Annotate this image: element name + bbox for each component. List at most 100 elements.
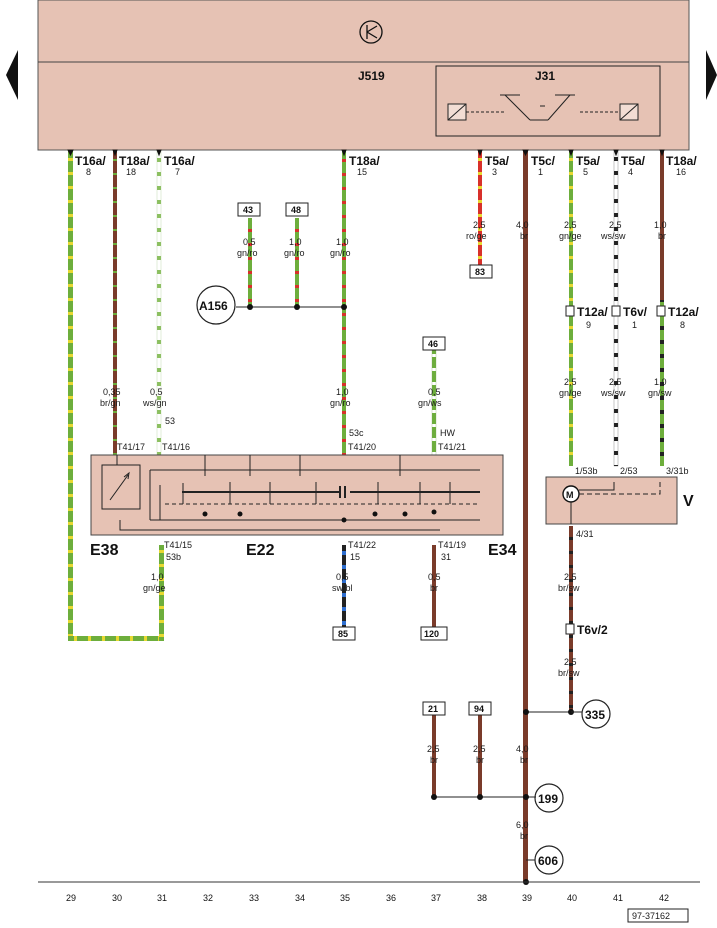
ref-box-120[interactable]: 120 — [420, 626, 448, 641]
svg-text:T18a/: T18a/ — [666, 154, 697, 168]
connector-t5c-1: T5c/1 — [531, 154, 556, 177]
ref-box-85[interactable]: 85 — [332, 626, 356, 641]
wire-label: 2,5br/sw — [558, 572, 580, 593]
switch-pin-label: 53 — [165, 416, 175, 426]
svg-text:gn/ws: gn/ws — [418, 398, 442, 408]
wire-label: 2,5ro/ge — [466, 220, 487, 241]
wire-sw-bl — [342, 545, 346, 627]
svg-text:br: br — [658, 231, 666, 241]
switch-pin-label: 53b — [166, 552, 181, 562]
circle-ref-199[interactable]: 199 — [534, 783, 564, 813]
wire-43 — [248, 218, 252, 307]
prev-page-arrow-icon[interactable] — [6, 50, 18, 100]
wire-label: 4,0br — [516, 744, 529, 765]
svg-text:T12a/: T12a/ — [577, 305, 608, 319]
ref-box-48[interactable]: 48 — [285, 202, 309, 217]
svg-text:4,0: 4,0 — [516, 744, 529, 754]
svg-text:T12a/: T12a/ — [668, 305, 699, 319]
svg-text:5: 5 — [583, 167, 588, 177]
svg-text:0,5: 0,5 — [243, 237, 256, 247]
svg-text:43: 43 — [243, 205, 253, 215]
svg-text:1: 1 — [632, 320, 637, 330]
svg-text:0,5: 0,5 — [336, 572, 349, 582]
wire-label: 1,0gn/ge — [143, 572, 166, 593]
circle-ref-606[interactable]: 606 — [534, 845, 564, 875]
doc-id-badge: 97-37162 — [627, 908, 689, 923]
svg-text:1: 1 — [538, 167, 543, 177]
svg-text:T5c/: T5c/ — [531, 154, 556, 168]
svg-text:1,0: 1,0 — [654, 220, 667, 230]
svg-text:gn/ro: gn/ro — [330, 398, 351, 408]
switch-pin-label: 15 — [350, 552, 360, 562]
svg-text:br: br — [476, 755, 484, 765]
ref-box-21[interactable]: 21 — [422, 701, 446, 716]
wire-label: 0,5gn/ro — [237, 237, 258, 258]
switch-pin-label: T41/15 — [164, 540, 192, 550]
circle-ref-335[interactable]: 335 — [581, 699, 611, 729]
component-e22: E22 — [246, 542, 275, 559]
svg-text:A156: A156 — [199, 299, 228, 313]
wire-30 — [113, 150, 117, 456]
svg-text:48: 48 — [291, 205, 301, 215]
relay-j31-symbol — [435, 65, 661, 137]
svg-text:3: 3 — [492, 167, 497, 177]
svg-text:T6v/2: T6v/2 — [577, 623, 608, 637]
wire-br-120 — [432, 545, 436, 627]
motor-pin-label: 4/31 — [576, 529, 594, 539]
svg-text:gn/ge: gn/ge — [143, 583, 166, 593]
svg-text:T16a/: T16a/ — [164, 154, 195, 168]
wire-42-bottom — [660, 300, 664, 466]
svg-text:br/sw: br/sw — [558, 668, 580, 678]
svg-text:2,5: 2,5 — [564, 377, 577, 387]
connector-t5a-4: T5a/4 — [621, 154, 646, 177]
svg-text:35: 35 — [340, 893, 350, 903]
wire-label: 1,0br — [654, 220, 667, 241]
svg-text:4,0: 4,0 — [516, 220, 529, 230]
ref-box-46[interactable]: 46 — [422, 336, 446, 351]
switch-internals — [101, 455, 480, 531]
switch-pin-label: T41/21 — [438, 442, 466, 452]
column-numbers: 29 30 31 32 33 34 35 36 37 38 39 40 41 4… — [66, 893, 669, 903]
svg-text:2,5: 2,5 — [609, 377, 622, 387]
svg-text:7: 7 — [175, 167, 180, 177]
ref-box-94[interactable]: 94 — [468, 701, 492, 716]
connector-t6v-1: T6v/1 — [611, 305, 648, 330]
svg-text:T5a/: T5a/ — [485, 154, 510, 168]
svg-text:sw/bl: sw/bl — [332, 583, 353, 593]
wire-31-bottom — [159, 545, 164, 641]
circle-ref-a156[interactable]: A156 — [196, 285, 236, 325]
svg-text:2,5: 2,5 — [564, 572, 577, 582]
wire-label: 2,5ws/sw — [600, 220, 626, 241]
component-v: V — [683, 493, 694, 510]
wire-label: 1,0gn/sw — [648, 377, 672, 398]
svg-text:8: 8 — [680, 320, 685, 330]
svg-text:9: 9 — [586, 320, 591, 330]
connector-t18a-16: T18a/16 — [666, 154, 697, 177]
svg-text:39: 39 — [522, 893, 532, 903]
svg-text:gn/sw: gn/sw — [648, 388, 672, 398]
svg-text:33: 33 — [249, 893, 259, 903]
wire-48 — [295, 218, 299, 307]
svg-text:199: 199 — [538, 792, 558, 806]
svg-text:br/sw: br/sw — [558, 583, 580, 593]
wire-94 — [478, 715, 482, 797]
ref-box-43[interactable]: 43 — [237, 202, 261, 217]
wire-label: 6,0br — [516, 820, 529, 841]
svg-text:30: 30 — [112, 893, 122, 903]
wire-label: 0,5ws/gn — [142, 387, 167, 408]
svg-text:T18a/: T18a/ — [349, 154, 380, 168]
svg-text:0,5: 0,5 — [150, 387, 163, 397]
connector-t12a-9: T12a/9 — [565, 305, 608, 330]
svg-text:br: br — [430, 755, 438, 765]
next-page-arrow-icon[interactable] — [706, 50, 717, 100]
svg-text:T16a/: T16a/ — [75, 154, 106, 168]
svg-text:br: br — [430, 583, 438, 593]
ref-box-83[interactable]: 83 — [469, 264, 493, 279]
wire-label: 0,5sw/bl — [332, 572, 353, 593]
wire-label: 4,0br — [516, 220, 529, 241]
wire-35 — [342, 150, 346, 456]
switch-pin-label: T41/17 — [117, 442, 145, 452]
svg-text:M: M — [566, 490, 574, 500]
motor-pin-label: 2/53 — [620, 466, 638, 476]
svg-text:2,5: 2,5 — [473, 220, 486, 230]
